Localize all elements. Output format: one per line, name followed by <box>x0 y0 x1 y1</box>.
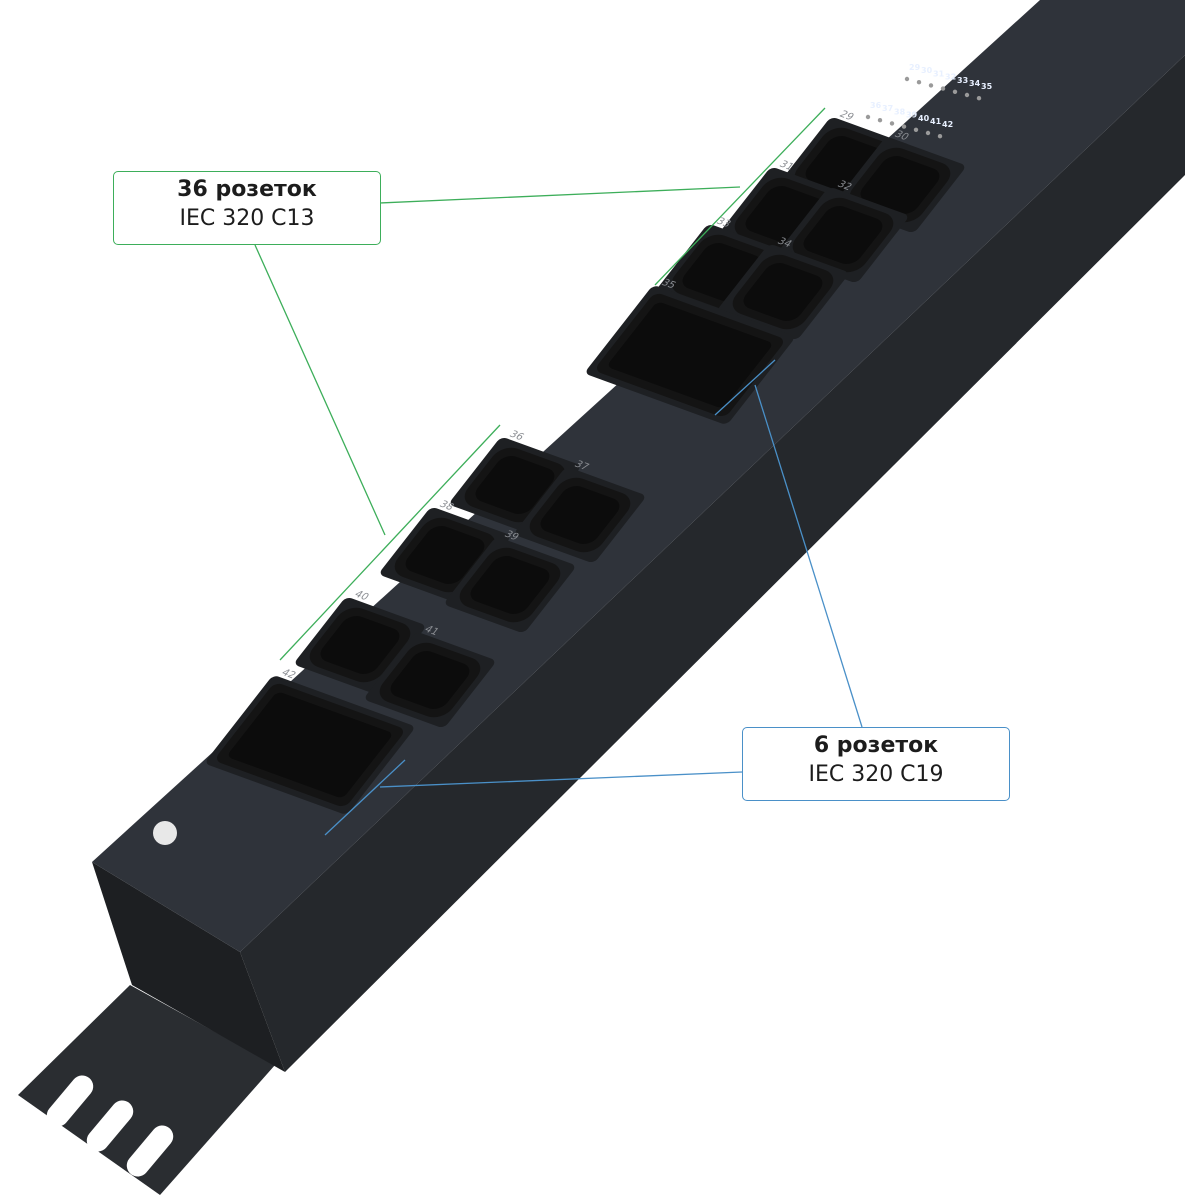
callout-c19-title: 6 розеток <box>813 733 939 758</box>
callout-c19: 6 розеток IEC 320 C19 <box>742 727 1010 801</box>
pdu-side-face <box>240 55 1185 1072</box>
socket-c19: 42 <box>206 667 414 814</box>
indicator-label: 40 <box>918 114 930 123</box>
indicator-led <box>901 124 907 129</box>
indicator-led <box>889 121 895 126</box>
indicator-led <box>925 130 931 136</box>
socket-c13: 41 <box>365 624 495 728</box>
socket-number: 37 <box>572 459 592 473</box>
socket-c13: 34 <box>718 236 848 340</box>
indicator-label: 31 <box>933 69 945 78</box>
indicator-label: 39 <box>906 111 918 120</box>
indicator-led <box>952 89 958 95</box>
socket-c19: 35 <box>586 277 794 424</box>
indicator-led <box>937 134 943 139</box>
socket-number: 35 <box>659 277 679 291</box>
socket-number: 40 <box>352 589 372 603</box>
c19-bracket-upper <box>714 359 776 416</box>
indicator-label: 37 <box>882 104 893 113</box>
c13-bracket-upper <box>654 107 826 286</box>
socket-number: 38 <box>437 499 457 513</box>
indicator-label: 34 <box>969 79 981 88</box>
c19-leader-1 <box>754 384 863 728</box>
socket-number: 41 <box>422 624 442 638</box>
callout-c19-subtitle: IEC 320 C19 <box>808 762 944 787</box>
indicator-led <box>964 92 970 98</box>
indicator-led <box>928 83 934 88</box>
socket-c13: 39 <box>445 529 575 633</box>
c19-leader-2 <box>379 771 743 788</box>
ground-label-icon <box>153 821 177 845</box>
indicator-label: 42 <box>942 120 953 129</box>
indicator-led <box>976 96 982 101</box>
indicator-label: 36 <box>870 101 882 110</box>
socket-c13: 37 <box>515 459 645 563</box>
c13-leader-2 <box>254 244 386 536</box>
indicator-led <box>865 114 871 120</box>
callout-c13: 36 розеток IEC 320 C13 <box>113 171 381 245</box>
pdu-top-face <box>92 0 1185 952</box>
socket-number: 32 <box>835 179 855 193</box>
indicator-label: 30 <box>921 66 933 75</box>
c19-bracket-lower <box>324 759 406 836</box>
socket-number: 31 <box>777 159 797 173</box>
bracket-slot-holes <box>46 1075 174 1177</box>
indicator-label: 38 <box>894 107 906 116</box>
indicator-label: 35 <box>981 82 993 91</box>
socket-number: 39 <box>502 529 522 543</box>
indicator-label: 32 <box>945 73 956 82</box>
pdu-end-face <box>92 862 285 1072</box>
socket-number: 34 <box>775 236 795 250</box>
indicator-led <box>913 127 919 132</box>
indicator-led <box>916 80 922 85</box>
c13-bracket-lower <box>279 424 501 661</box>
c13-leader-1 <box>379 186 741 204</box>
indicator-led <box>877 118 883 123</box>
indicator-label: 41 <box>930 117 942 126</box>
mounting-bracket <box>18 985 275 1195</box>
socket-number: 29 <box>837 109 857 123</box>
socket-number: 36 <box>507 429 527 443</box>
indicator-led <box>940 86 946 91</box>
socket-number: 42 <box>279 667 299 681</box>
callout-c13-subtitle: IEC 320 C13 <box>179 206 315 231</box>
callout-lines <box>254 107 863 836</box>
indicator-label: 29 <box>909 63 921 72</box>
socket-number: 30 <box>892 129 912 143</box>
callout-c13-title: 36 розеток <box>177 177 317 202</box>
indicator-label: 33 <box>957 76 968 85</box>
indicator-led <box>904 76 910 82</box>
